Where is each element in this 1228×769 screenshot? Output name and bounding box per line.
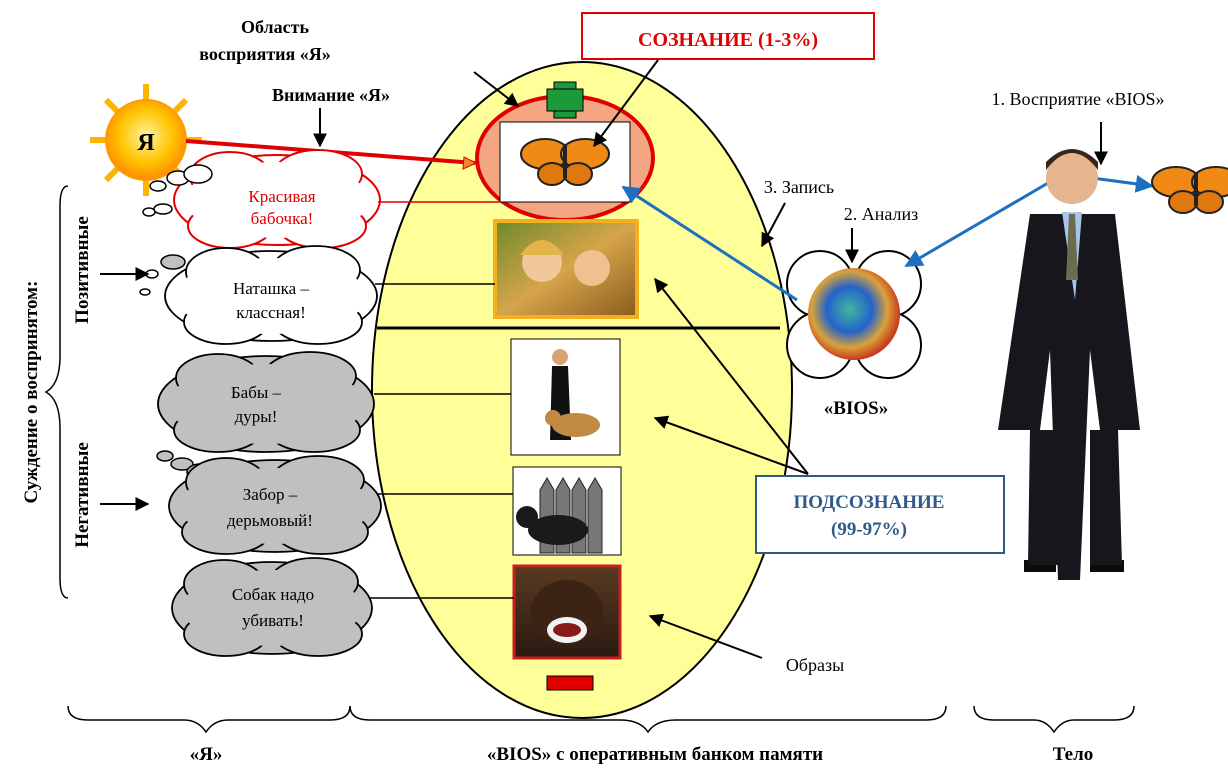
thought-women-line2: дуры! (235, 407, 278, 426)
thought-girl-line1: Наташка – (233, 279, 309, 298)
body-bracket-label: Тело (1053, 744, 1094, 765)
bios-brace (349, 705, 947, 734)
thought-cloud-butterfly (173, 149, 381, 249)
images-label: Образы (786, 655, 844, 675)
thought-butterfly-line2: бабочка! (251, 209, 314, 228)
self-bracket-label: «Я» (190, 744, 223, 765)
thought-dogs-line1: Собак надо (232, 585, 314, 604)
subconscious-label-line1: ПОДСОЗНАНИЕ (794, 492, 945, 513)
children-photo (493, 219, 639, 319)
self-brace (67, 705, 351, 734)
area-label-line2: восприятия «Я» (199, 44, 331, 64)
subconscious-arrows (653, 277, 809, 475)
thought-women-line1: Бабы – (231, 383, 282, 402)
thought-bubble (160, 254, 186, 270)
judgement-brace (44, 185, 69, 599)
thought-cloud-women (157, 351, 375, 453)
thought-fence-line2: дерьмовый! (227, 511, 313, 530)
self-sun-label: Я (137, 130, 154, 156)
thought-bubble (170, 457, 194, 471)
thought-bubble (156, 450, 174, 462)
positive-label: Позитивные (72, 216, 93, 324)
bios-label: «BIOS» (824, 398, 888, 419)
consciousness-box (581, 12, 875, 60)
perception-to-butterfly-arrow (1091, 174, 1154, 193)
plus-icon (546, 81, 584, 119)
self-sun-icon (90, 84, 202, 196)
body-to-bios-arrow (904, 181, 1049, 268)
attention-label: Внимание «Я» (272, 85, 390, 105)
images-arrow (648, 613, 763, 659)
thought-cloud-fence (168, 455, 382, 555)
body-figure (998, 149, 1140, 580)
external-butterfly-icon (1151, 166, 1228, 214)
area-label-line1: Область (241, 17, 309, 37)
thought-fence-line1: Забор – (243, 485, 298, 504)
fence-dog-image (512, 466, 622, 556)
thought-bubble (139, 288, 151, 296)
thought-bubble (183, 164, 213, 184)
area-arrow (473, 71, 520, 107)
body-brace (973, 705, 1135, 734)
consciousness-arrow (593, 59, 659, 148)
thought-bubble (149, 180, 167, 192)
thought-bubble (153, 203, 173, 215)
consciousness-label: СОЗНАНИЕ (1-3%) (638, 29, 818, 51)
thought-cloud-girl (164, 245, 378, 345)
perception-label: 1. Восприятие «BIOS» (992, 89, 1165, 109)
thought-dogs-line2: убивать! (242, 611, 304, 630)
negative-label: Негативные (72, 442, 93, 548)
subconscious-box (755, 475, 1005, 554)
thought-girl-line2: классная! (236, 303, 306, 322)
thought-cloud-dogs (171, 557, 373, 657)
judgement-label: Суждение о воспринятом: (21, 281, 42, 504)
thought-bubble (142, 207, 156, 217)
minus-icon (546, 675, 594, 691)
angry-dog-photo (512, 564, 622, 660)
record-label: 3. Запись (764, 177, 834, 197)
subconscious-label-line2: (99-97%) (831, 519, 907, 540)
bios-bracket-label: «BIOS» с оперативным банком памяти (487, 744, 823, 765)
bios-to-consciousness-arrow (621, 185, 798, 302)
thought-butterfly-line1: Красивая (248, 187, 315, 206)
cloud-connectors (370, 201, 514, 599)
bios-icon (786, 250, 922, 379)
analysis-label: 2. Анализ (844, 204, 919, 224)
woman-dog-image (510, 338, 621, 456)
butterfly-image (499, 121, 631, 203)
record-arrow (761, 202, 786, 248)
